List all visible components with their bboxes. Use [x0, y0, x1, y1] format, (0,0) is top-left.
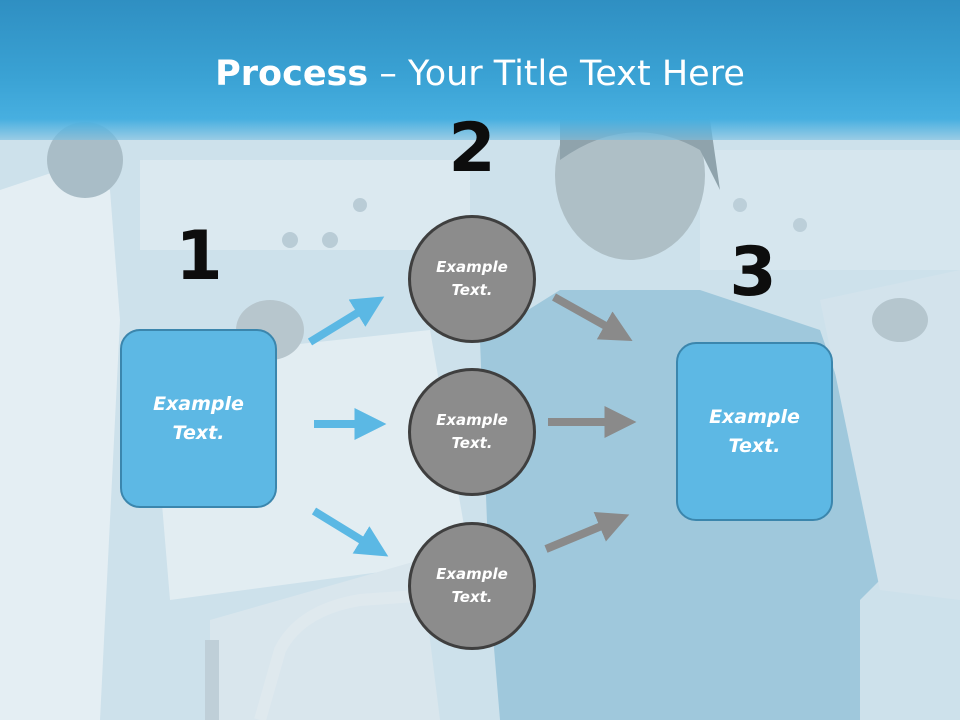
arrow-2c-to-3: [544, 511, 630, 553]
step-2-circle-3: Example Text.: [408, 522, 536, 650]
title-bold: Process: [215, 54, 369, 94]
title-rest: – Your Title Text Here: [368, 54, 745, 94]
arrow-1-to-2c: [311, 507, 389, 557]
step-1-box: Example Text.: [120, 329, 277, 508]
step-2-circle-1-text: Example Text.: [436, 258, 508, 299]
step-2-number: 2: [448, 109, 496, 188]
step-3-box: Example Text.: [676, 342, 833, 521]
arrow-2a-to-3: [552, 293, 633, 342]
step-3-number: 3: [729, 233, 777, 312]
step-2-circle-1: Example Text.: [408, 215, 536, 343]
step-3-text: Example Text.: [709, 405, 800, 457]
step-1-text: Example Text.: [153, 392, 244, 444]
step-2-circle-2-text: Example Text.: [436, 411, 508, 452]
step-2-circle-2: Example Text.: [408, 368, 536, 496]
step-1-number: 1: [175, 217, 223, 296]
slide-title: Process – Your Title Text Here: [0, 52, 960, 96]
arrow-1-to-2a: [307, 296, 385, 346]
header-band: [0, 0, 960, 140]
step-2-circle-3-text: Example Text.: [436, 565, 508, 606]
